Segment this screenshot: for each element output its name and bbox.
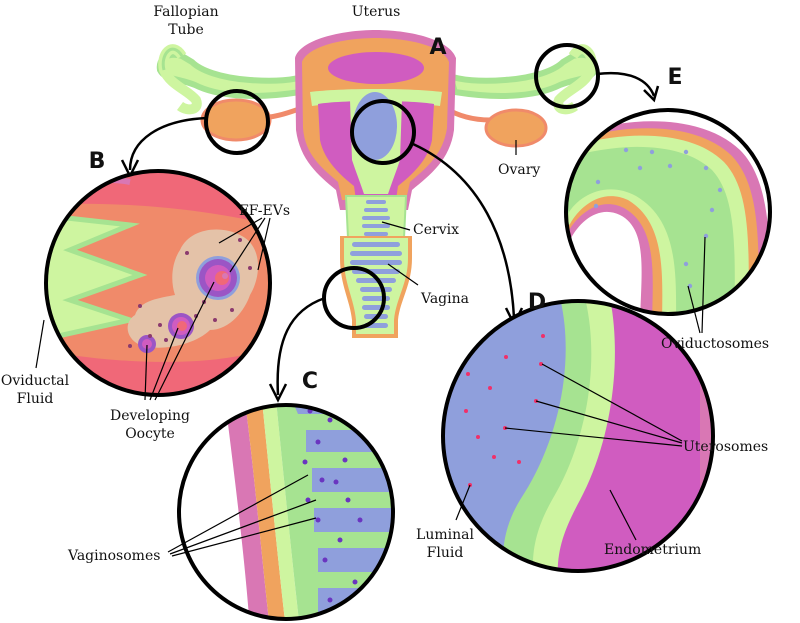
zoom-ring-ovary (204, 89, 270, 155)
label-oviductal-fluid-1: Oviductal (1, 373, 70, 389)
label-oviductosomes: Oviductosomes (661, 336, 769, 352)
zoom-ring-uterus (350, 99, 416, 165)
label-luminal-fluid-1: Luminal (416, 527, 474, 543)
text-labels: Fallopian Tube Uterus Ovary Cervix Vagin… (1, 4, 769, 564)
label-vaginosomes: Vaginosomes (67, 548, 160, 564)
panel-letter-d: D (528, 290, 546, 315)
label-developing-oocyte-1: Developing (110, 408, 190, 424)
label-luminal-fluid-2: Fluid (427, 545, 464, 561)
vaginosome-dots (302, 408, 363, 603)
label-developing-oocyte-2: Oocyte (125, 426, 175, 442)
uterus-anatomy (156, 30, 599, 338)
label-oviductal-fluid-2: Fluid (17, 391, 54, 407)
panel-e-oviduct-zoom (564, 108, 772, 316)
oviductosome-dots (593, 147, 723, 289)
label-ff-evs: FF-EVs (239, 203, 290, 219)
leader-lines (35, 140, 706, 557)
vaginal-epithelium (292, 405, 393, 619)
panel-c-vagina-zoom (177, 403, 395, 621)
label-ovary: Ovary (498, 162, 540, 178)
label-vagina: Vagina (420, 291, 469, 307)
left-ovary (200, 98, 272, 142)
zoom-ring-oviduct (534, 43, 600, 109)
label-uterus: Uterus (352, 4, 401, 20)
panel-letter-a: A (429, 35, 446, 60)
panel-letter-b: B (89, 149, 106, 174)
label-fallopian-tube-1: Fallopian (153, 4, 218, 20)
panel-b-ovary-zoom (44, 169, 272, 397)
panel-letter-e: E (667, 65, 682, 90)
panel-letter-c: C (302, 369, 318, 394)
label-uterosomes: Uterosomes (683, 439, 768, 455)
label-fallopian-tube-2: Tube (168, 22, 204, 38)
uterosome-dots (464, 334, 545, 487)
endometrium-layer (557, 301, 713, 571)
cervical-folds (362, 200, 390, 236)
label-cervix: Cervix (413, 222, 459, 238)
uterus-fundus (328, 52, 424, 84)
label-endometrium: Endometrium (604, 542, 701, 558)
